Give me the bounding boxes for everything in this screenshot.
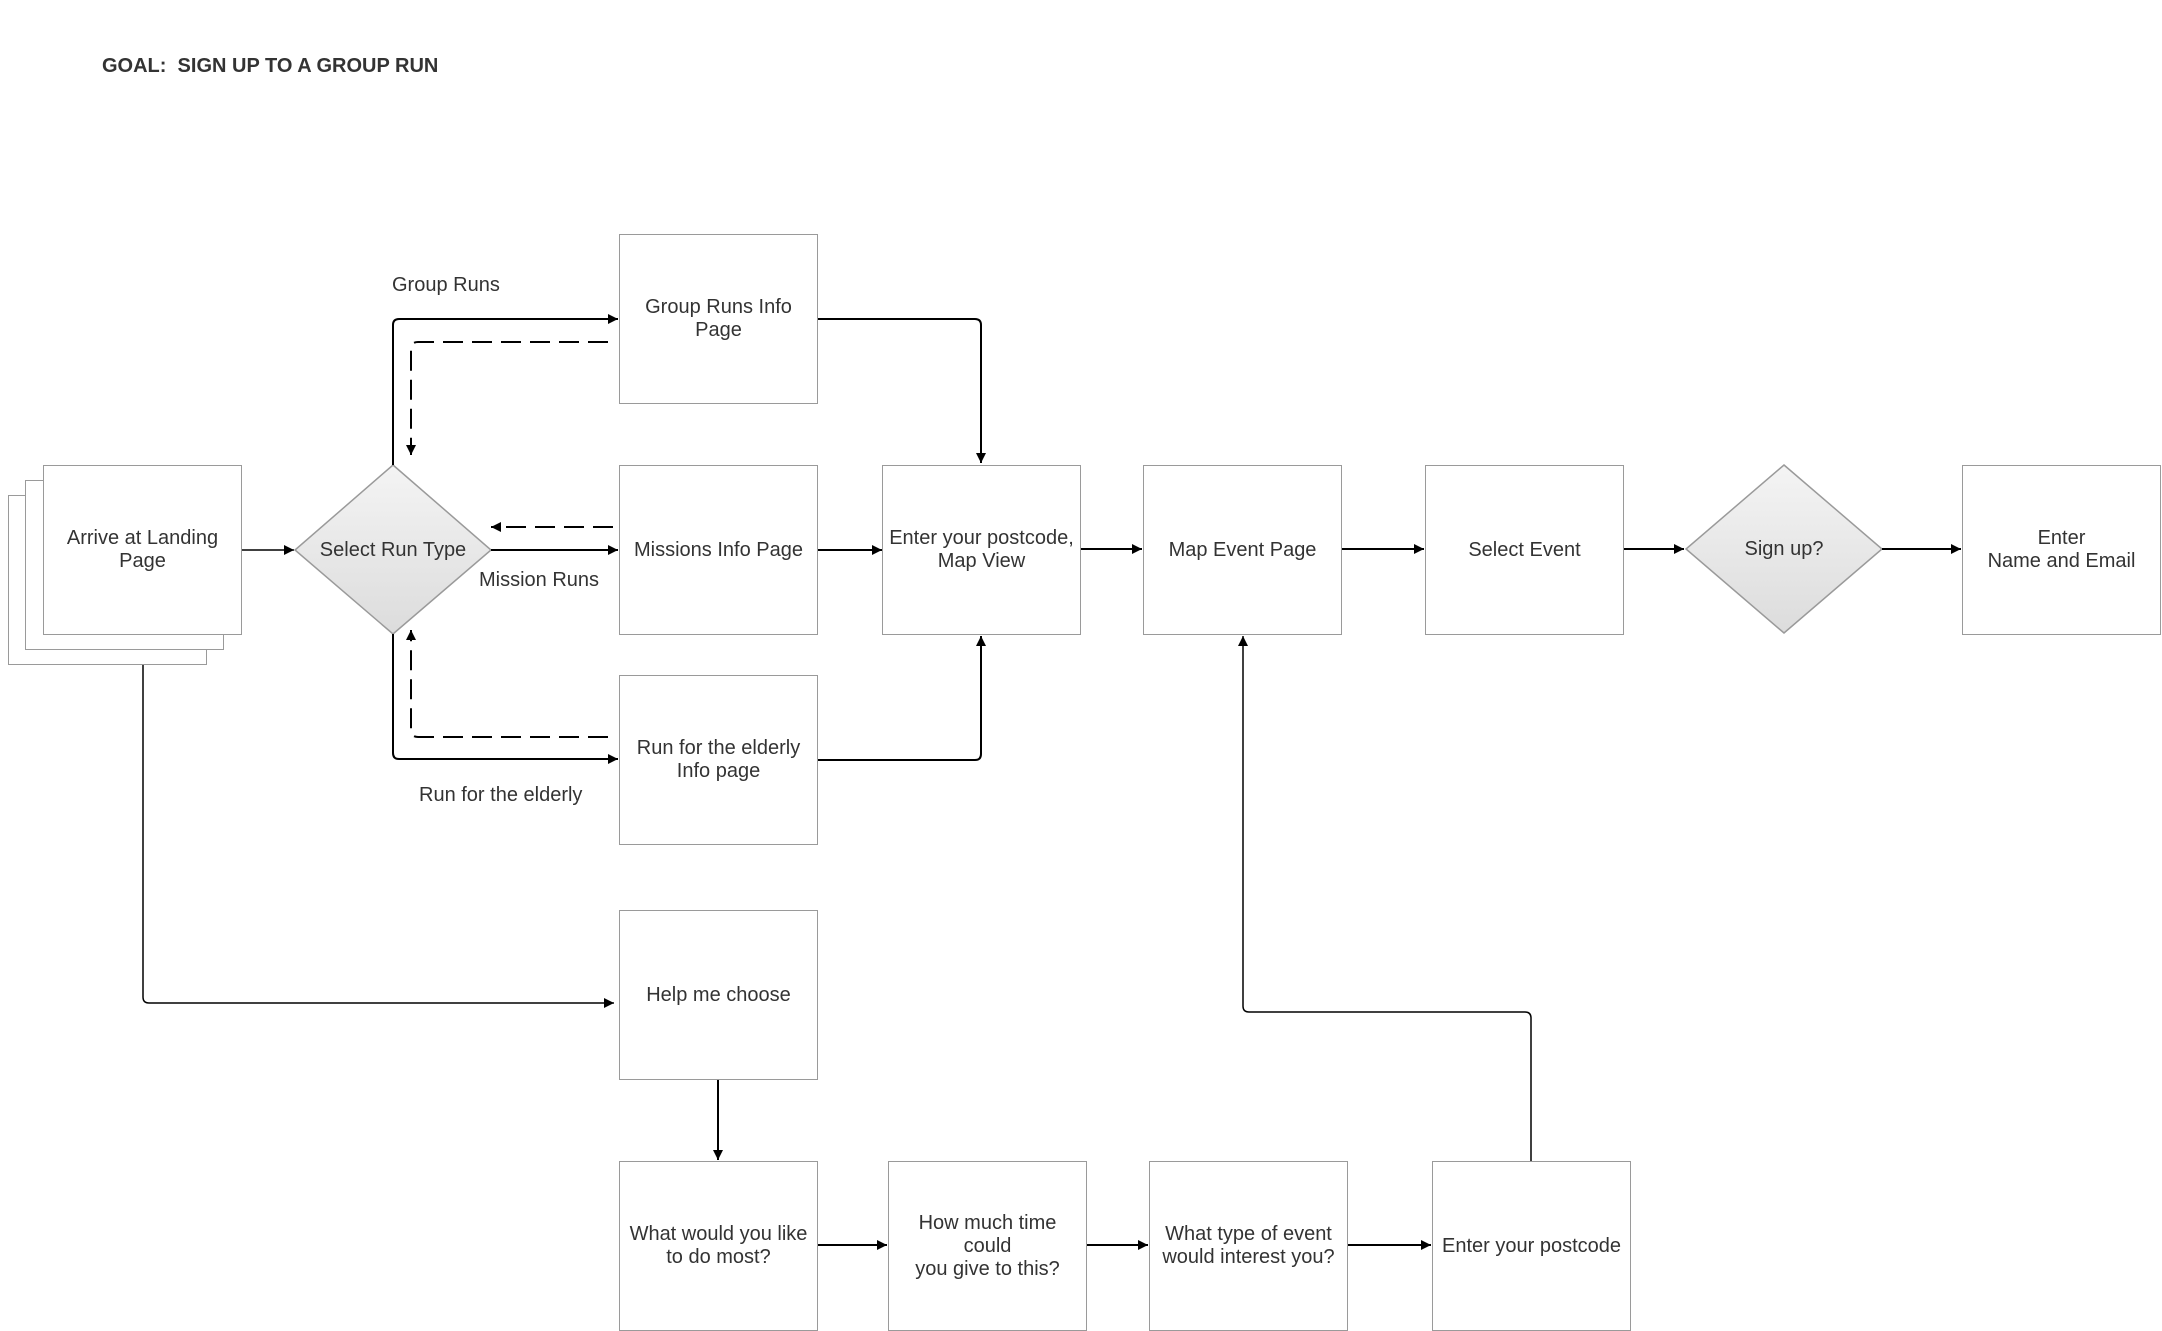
- question-event-type-node[interactable]: What type of event would interest you?: [1149, 1161, 1348, 1331]
- sign-up-label[interactable]: Sign up?: [1744, 537, 1824, 560]
- group-runs-info-node[interactable]: Group Runs Info Page: [619, 234, 818, 404]
- missions-info-node[interactable]: Missions Info Page: [619, 465, 818, 635]
- mission-runs-edge-label: Mission Runs: [479, 569, 600, 591]
- edge-select-to-elderly: [392, 634, 618, 764]
- enter-name-email-node[interactable]: Enter Name and Email: [1962, 465, 2161, 635]
- landing-page-node[interactable]: Arrive at Landing Page: [43, 465, 242, 635]
- edge-select-to-group-runs: [392, 314, 618, 465]
- goal-title: GOAL: SIGN UP TO A GROUP RUN: [102, 55, 439, 77]
- help-me-choose-node[interactable]: Help me choose: [619, 910, 818, 1080]
- edge-landing-to-help: [142, 634, 614, 1008]
- enter-postcode-node[interactable]: Enter your postcode: [1432, 1161, 1631, 1331]
- edge-group-runs-to-postcode: [818, 318, 986, 463]
- question-do-most-node[interactable]: What would you like to do most?: [619, 1161, 818, 1331]
- edge-elderly-to-postcode: [818, 636, 986, 761]
- sign-up-diamond: [1684, 464, 1884, 634]
- postcode-map-node[interactable]: Enter your postcode, Map View: [882, 465, 1081, 635]
- question-time-node[interactable]: How much time could you give to this?: [888, 1161, 1087, 1331]
- edge-postcode-to-map-event-up: [1238, 636, 1532, 1161]
- map-event-node[interactable]: Map Event Page: [1143, 465, 1342, 635]
- group-runs-edge-label: Group Runs: [392, 274, 500, 296]
- edge-elderly-back: [406, 630, 608, 738]
- select-event-node[interactable]: Select Event: [1425, 465, 1624, 635]
- elderly-info-node[interactable]: Run for the elderly Info page: [619, 675, 818, 845]
- edge-group-runs-back: [406, 341, 608, 455]
- run-elderly-edge-label: Run for the elderly: [419, 784, 583, 806]
- select-run-type-label[interactable]: Select Run Type: [319, 538, 467, 561]
